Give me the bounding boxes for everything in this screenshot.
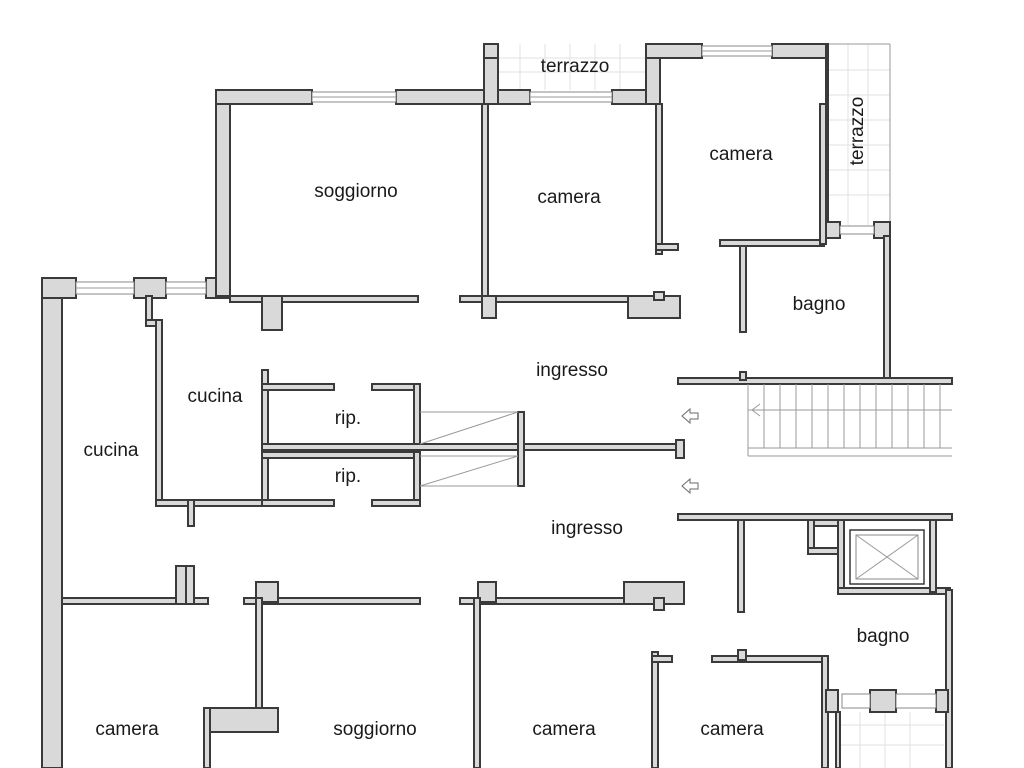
windows	[75, 45, 937, 709]
room-label-terrazzo-right: terrazzo	[847, 96, 868, 166]
room-label-soggiorno-bottom: soggiorno	[333, 719, 417, 740]
entry-arrow-icon	[681, 477, 699, 495]
storage-doors	[419, 411, 519, 487]
terrace-grid-top	[498, 44, 646, 90]
room-label-cucina-inner: cucina	[187, 386, 243, 407]
room-label-soggiorno-top: soggiorno	[314, 181, 398, 202]
room-label-ingresso-bottom: ingresso	[551, 518, 623, 539]
entry-arrow-icon	[681, 407, 699, 425]
staircase	[747, 384, 952, 457]
room-label-rip-1: rip.	[334, 408, 362, 429]
room-label-ingresso-top: ingresso	[536, 360, 608, 381]
elevator-icon	[849, 529, 925, 585]
terrace-grid-right	[828, 43, 891, 225]
room-label-camera-bottom-right: camera	[700, 719, 764, 740]
room-label-camera-top-right: camera	[709, 144, 773, 165]
room-label-bagno-bottom: bagno	[856, 626, 910, 647]
walls	[41, 43, 953, 768]
room-label-cucina-left: cucina	[83, 440, 139, 461]
room-label-camera-bottom-left: camera	[95, 719, 159, 740]
room-label-camera-top-mid: camera	[537, 187, 601, 208]
room-label-camera-bottom-mid: camera	[532, 719, 596, 740]
room-label-rip-2: rip.	[334, 466, 362, 487]
terrace-grid-bottom	[836, 712, 944, 768]
room-label-terrazzo-top: terrazzo	[540, 56, 610, 77]
room-label-bagno-top: bagno	[792, 294, 846, 315]
